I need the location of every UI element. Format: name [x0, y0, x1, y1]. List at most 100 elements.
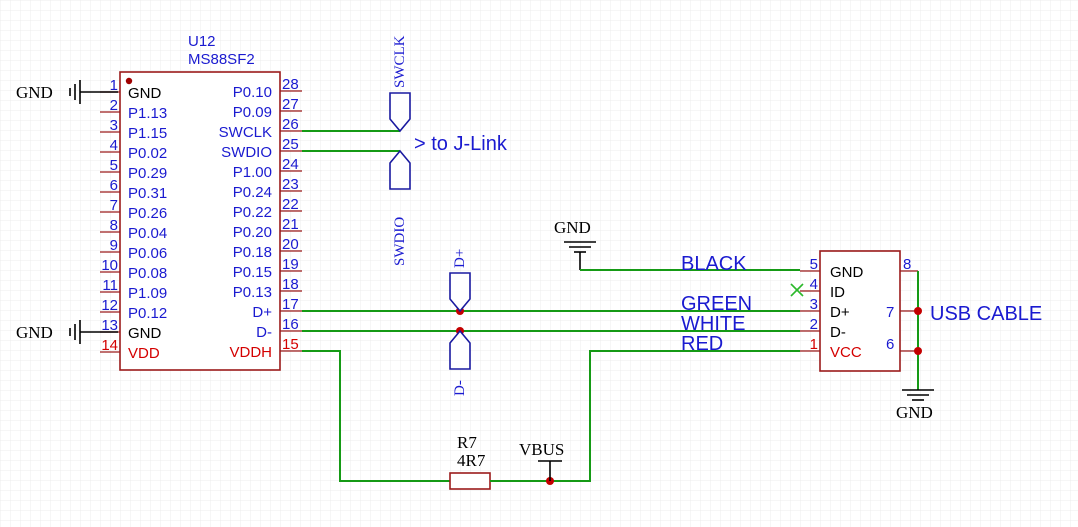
u12-pin-name: P1.13	[128, 105, 167, 122]
usb-pin-number: 4	[810, 276, 818, 293]
u12-pin-name: P0.18	[233, 244, 272, 261]
u12-pin-name: P0.24	[233, 184, 272, 201]
u12-pin-name: P0.31	[128, 185, 167, 202]
u12-pin-number: 28	[282, 76, 299, 93]
u12-pin-number: 24	[282, 156, 299, 173]
no-connect-marker	[790, 283, 804, 297]
usb-pin-number: 3	[810, 296, 818, 313]
u12-pin-name: P0.06	[128, 245, 167, 262]
u12-pin-number: 3	[110, 117, 118, 134]
u12-pin-number: 8	[110, 217, 118, 234]
gnd-label: GND	[16, 83, 53, 102]
usb-pin-name: GND	[830, 264, 864, 281]
u12-pin-name: P0.09	[233, 104, 272, 121]
wire-label-white: WHITE	[681, 313, 745, 335]
u12-pin-number: 17	[282, 296, 299, 313]
gnd-label: GND	[896, 403, 933, 422]
resistor-r7[interactable]: R7 4R7	[430, 433, 510, 490]
u12-pin-name: P0.15	[233, 264, 272, 281]
u12-pin-name: GND	[128, 85, 162, 102]
u12-pin-number: 7	[110, 197, 118, 214]
dplus-net-flag: D+	[449, 249, 471, 313]
u12-pin-number: 18	[282, 276, 299, 293]
swdio-flag-label: SWDIO	[392, 217, 408, 266]
u12-pin-number: 10	[101, 257, 118, 274]
u12-right-pins: 28P0.1027P0.0926SWCLK25SWDIO24P1.0023P0.…	[219, 76, 302, 361]
u12-body	[119, 71, 281, 371]
u12-pin-name: P0.26	[128, 205, 167, 222]
gnd-symbol-usb: GND	[896, 389, 934, 422]
gnd-symbol-u12-pin1: GND	[16, 80, 118, 104]
usb-pin-name: VCC	[830, 344, 862, 361]
u12-pin-name: P0.22	[233, 204, 272, 221]
u12-pin-number: 20	[282, 236, 299, 253]
u12-pin-number: 21	[282, 216, 299, 233]
u12-pin-number: 14	[101, 337, 118, 354]
wire-label-green: GREEN	[681, 293, 752, 315]
r7-body	[449, 472, 491, 490]
u12-pin-name: VDD	[128, 345, 160, 362]
dminus-flag-label: D-	[452, 380, 468, 396]
u12-pin-name: P0.02	[128, 145, 167, 162]
dminus-net-flag: D-	[449, 329, 471, 396]
swdio-net-flag: SWDIO	[389, 149, 411, 266]
gnd-label: GND	[16, 323, 53, 342]
jlink-note: > to J-Link	[414, 133, 508, 155]
u12-pin-number: 12	[101, 297, 118, 314]
u12-pin-name: GND	[128, 325, 162, 342]
u12-pin-number: 26	[282, 116, 299, 133]
gnd-label: GND	[554, 218, 591, 237]
gnd-symbol-u12-pin13: GND	[16, 320, 118, 344]
u12-pin-name: P1.15	[128, 125, 167, 142]
u12-pin-name: SWCLK	[219, 124, 272, 141]
u12-pin-name: P0.04	[128, 225, 167, 242]
wire-label-black: BLACK	[681, 253, 747, 275]
u12-pin-name: P0.20	[233, 224, 272, 241]
vbus-power-flag: VBUS	[519, 440, 564, 481]
usb-left-pins: 5 GND 4 ID 3 D+ 2 D- 1 VCC	[800, 256, 864, 361]
u12-pin-number: 11	[102, 277, 118, 294]
u12-pin-number: 6	[110, 177, 118, 194]
dplus-flag-label: D+	[452, 249, 468, 268]
u12-pin-number: 19	[282, 256, 299, 273]
u12-pin-name: P1.09	[128, 285, 167, 302]
u12-pin-number: 15	[282, 336, 299, 353]
u12-pin-number: 1	[110, 77, 118, 94]
swclk-net-flag: SWCLK	[389, 35, 411, 133]
usb-pin-number: 5	[810, 256, 818, 273]
u12-pin-number: 27	[282, 96, 299, 113]
u12-pin-name: P0.10	[233, 84, 272, 101]
usb-pin-number: 6	[886, 336, 894, 353]
pin1-marker	[125, 77, 133, 85]
u12-pin-name: P0.13	[233, 284, 272, 301]
u12-pin-name: D-	[256, 324, 272, 341]
u12-designator: U12	[188, 33, 216, 50]
u12-pin-number: 9	[110, 237, 118, 254]
u12-pin-number: 2	[110, 97, 118, 114]
usb-pin-number: 8	[903, 256, 911, 273]
usb-pin-number: 2	[810, 316, 818, 333]
r7-value: 4R7	[457, 451, 486, 470]
u12-pin-name: P1.00	[233, 164, 272, 181]
usb-pin-name: D-	[830, 324, 846, 341]
usb-pin-number: 1	[810, 336, 818, 353]
u12-pin-name: VDDH	[229, 344, 272, 361]
u12-pin-name: P0.08	[128, 265, 167, 282]
u12-pin-number: 16	[282, 316, 299, 333]
r7-designator: R7	[457, 433, 477, 452]
u12-part-number: MS88SF2	[188, 51, 255, 68]
usb-pin-name: ID	[830, 284, 845, 301]
u12-pin-number: 22	[282, 196, 299, 213]
gnd-symbol-top: GND	[554, 218, 596, 270]
usb-pin-name: D+	[830, 304, 850, 321]
u12-pin-number: 13	[101, 317, 118, 334]
u12-pin-number: 23	[282, 176, 299, 193]
u12-pin-name: D+	[252, 304, 272, 321]
u12-pin-number: 5	[110, 157, 118, 174]
usb-pin-number: 7	[886, 304, 894, 321]
u12-pin-name: P0.29	[128, 165, 167, 182]
vbus-label: VBUS	[519, 440, 564, 459]
